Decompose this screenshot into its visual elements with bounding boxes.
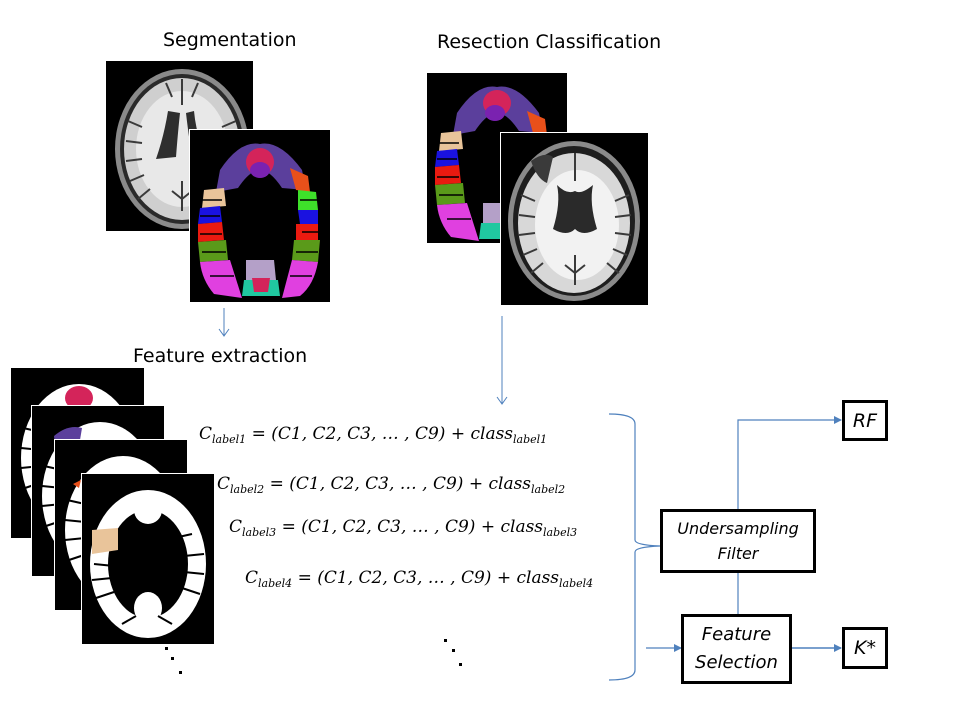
kstar-label: K* (854, 637, 876, 659)
undersampling-to-rf-arrow (737, 416, 842, 509)
rf-label: RF (852, 409, 878, 432)
equals-sign: = (269, 474, 284, 494)
equation-lhs-subscript: label2 (230, 483, 265, 496)
feature-equation-3: Clabel3 = (C1, C2, C3, … , C9) + classla… (229, 517, 577, 539)
resection-classification-title: Resection Classification (437, 31, 662, 53)
equation-lhs: C (245, 568, 259, 588)
ellipsis-dot (452, 649, 455, 652)
undersampling-filter-label-line1: Undersampling (677, 519, 799, 538)
equation-class-subscript: label1 (513, 433, 548, 446)
equation-lhs-subscript: label4 (258, 577, 293, 590)
ellipsis-dot (179, 671, 182, 674)
segmentation-to-feature-arrow (218, 308, 230, 337)
equation-feature-vector: (C1, C2, C3, … , C9) + (317, 568, 517, 588)
ellipsis-dot (165, 647, 168, 650)
equals-sign: = (297, 568, 312, 588)
undersampling-filter-box[interactable]: Undersampling Filter (660, 509, 816, 573)
equation-feature-vector: (C1, C2, C3, … , C9) + (289, 474, 489, 494)
feature-selection-box[interactable]: Feature Selection (681, 614, 792, 684)
equation-class-subscript: label4 (559, 577, 594, 590)
ellipsis-dot (171, 657, 174, 660)
feature-equation-1: Clabel1 = (C1, C2, C3, … , C9) + classla… (199, 424, 547, 446)
undersampling-filter-label-line2: Filter (717, 544, 759, 563)
equation-class: class (500, 517, 544, 537)
equation-feature-vector: (C1, C2, C3, … , C9) + (301, 517, 501, 537)
equation-lhs: C (229, 517, 243, 537)
equation-lhs: C (199, 424, 213, 444)
equation-class: class (470, 424, 514, 444)
equation-lhs-subscript: label3 (242, 526, 277, 539)
equation-lhs-subscript: label1 (212, 433, 247, 446)
equation-class-subscript: label2 (531, 483, 566, 496)
equation-class: class (516, 568, 560, 588)
feature-equation-4: Clabel4 = (C1, C2, C3, … , C9) + classla… (245, 568, 593, 590)
equals-sign: = (281, 517, 296, 537)
feature-selection-label-line1: Feature (701, 624, 772, 645)
ellipsis-dot (459, 663, 462, 666)
resection-to-equations-arrow (496, 316, 508, 405)
kstar-classifier-box[interactable]: K* (842, 627, 888, 669)
segmentation-title: Segmentation (163, 29, 297, 51)
segmentation-label-map-image (189, 129, 331, 303)
equals-sign: = (251, 424, 266, 444)
resection-mri-image (500, 132, 649, 306)
feature-mask-image-4 (81, 473, 215, 645)
equations-brace (608, 413, 661, 681)
equation-class-subscript: label3 (543, 526, 578, 539)
feature-extraction-title: Feature extraction (133, 345, 308, 367)
feature-selection-label-line2: Selection (695, 652, 778, 673)
equation-lhs: C (217, 474, 231, 494)
ellipsis-dot (444, 639, 447, 642)
rf-classifier-box[interactable]: RF (842, 400, 888, 441)
feature-equation-2: Clabel2 = (C1, C2, C3, … , C9) + classla… (217, 474, 565, 496)
equation-feature-vector: (C1, C2, C3, … , C9) + (271, 424, 471, 444)
equation-class: class (488, 474, 532, 494)
